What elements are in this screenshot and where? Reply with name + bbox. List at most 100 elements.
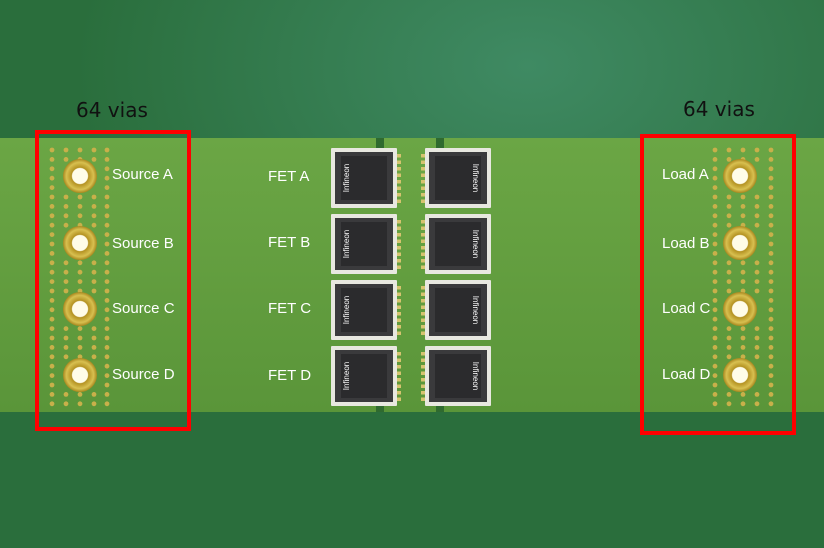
via <box>49 260 55 266</box>
source-pad-a <box>63 159 97 193</box>
via <box>63 157 69 162</box>
fet-die <box>341 354 387 398</box>
via <box>740 326 746 331</box>
via <box>712 298 718 303</box>
source-b-label: Source B <box>112 235 174 252</box>
via <box>712 345 718 350</box>
via <box>104 401 110 407</box>
via <box>104 354 110 360</box>
via <box>754 260 760 266</box>
fet-pin <box>395 239 401 243</box>
via <box>740 260 746 266</box>
fet-pin <box>395 397 401 401</box>
via <box>726 269 732 275</box>
via <box>726 392 732 397</box>
via <box>768 382 774 388</box>
via <box>104 260 110 266</box>
via <box>49 326 55 331</box>
via <box>104 269 110 275</box>
fet-pin <box>421 371 427 375</box>
via <box>712 222 718 228</box>
fet-die <box>435 354 481 398</box>
via <box>712 166 718 172</box>
fet-chip-left-a: Infineon <box>331 148 401 208</box>
left-via-caption: 64 vias <box>76 98 148 122</box>
load-pad-b <box>723 226 757 260</box>
via <box>740 335 746 341</box>
fet-pin <box>421 384 427 388</box>
fet-brand-text: Infineon <box>342 296 351 324</box>
pad-column-left <box>63 159 97 392</box>
via <box>712 185 718 191</box>
via <box>77 392 83 397</box>
via <box>63 147 69 153</box>
via <box>712 401 718 407</box>
via <box>726 157 732 162</box>
fet-pin <box>395 365 401 369</box>
via <box>49 232 55 238</box>
fet-pin <box>421 226 427 230</box>
via <box>91 279 97 284</box>
via <box>49 335 55 341</box>
fet-pin <box>395 384 401 388</box>
via <box>768 392 774 397</box>
fet-pin <box>421 252 427 256</box>
fet-b-label: FET B <box>268 234 311 251</box>
fet-pin <box>395 199 401 203</box>
via <box>63 288 69 294</box>
via <box>91 392 97 397</box>
via <box>49 288 55 294</box>
via <box>49 251 55 256</box>
fet-a-label: FET A <box>268 168 310 185</box>
via <box>77 147 83 153</box>
via <box>740 392 746 397</box>
fet-pin <box>395 233 401 237</box>
via <box>104 363 110 369</box>
fet-pin <box>395 371 401 375</box>
source-c-label: Source C <box>112 300 175 317</box>
fet-pin <box>421 246 427 250</box>
via <box>77 354 83 360</box>
fet-pin <box>395 259 401 263</box>
via <box>49 213 55 219</box>
fet-pin <box>395 220 401 224</box>
via <box>104 175 110 181</box>
fet-pin <box>421 193 427 197</box>
via <box>712 288 718 294</box>
fet-pin <box>395 193 401 197</box>
via <box>77 326 83 331</box>
fet-die <box>341 288 387 332</box>
via <box>712 260 718 266</box>
via <box>740 204 746 209</box>
via <box>768 269 774 275</box>
fet-pin <box>395 331 401 335</box>
fet-chip-left-b: Infineon <box>331 214 401 274</box>
fet-pin <box>395 305 401 309</box>
via <box>104 166 110 172</box>
via <box>712 194 718 200</box>
pad-column-right <box>723 159 757 392</box>
via <box>77 260 83 266</box>
fet-pin <box>421 352 427 356</box>
via <box>712 213 718 219</box>
fet-chip-right-b: Infineon <box>421 214 491 274</box>
fet-pin <box>421 160 427 164</box>
via <box>91 288 97 294</box>
via <box>63 194 69 200</box>
fet-chip-right-c: Infineon <box>421 280 491 340</box>
load-pad-d <box>723 358 757 392</box>
via <box>726 222 732 228</box>
via <box>712 157 718 162</box>
via <box>77 401 83 407</box>
fet-pin <box>421 220 427 224</box>
fet-pin <box>395 180 401 184</box>
via <box>754 288 760 294</box>
via <box>726 260 732 266</box>
via <box>49 269 55 275</box>
fet-brand-text: Infineon <box>471 164 480 192</box>
via <box>754 157 760 162</box>
via <box>754 392 760 397</box>
via <box>49 401 55 407</box>
via <box>77 204 83 209</box>
fet-pin <box>421 299 427 303</box>
